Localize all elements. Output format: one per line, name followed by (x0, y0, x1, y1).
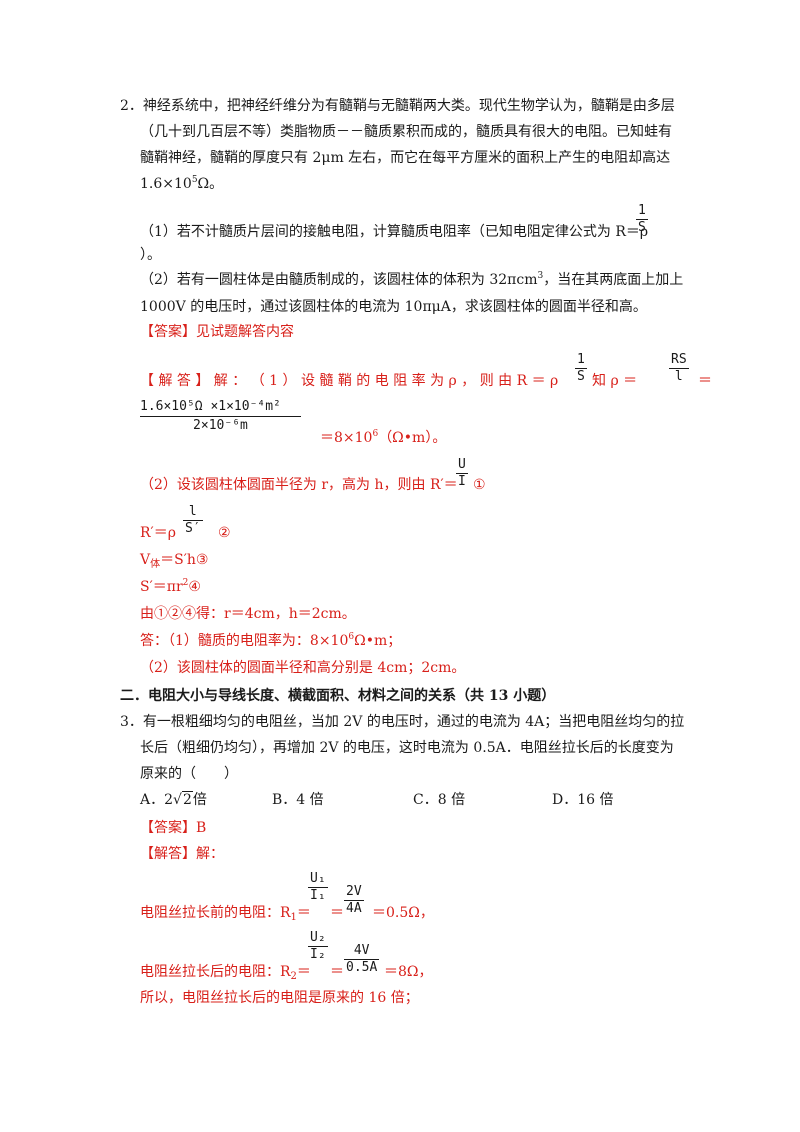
final-answer-1-unit: Ω•m； (354, 633, 402, 649)
equation-3: V体＝S′h③ (140, 550, 208, 570)
result-value: ＝8×10 (320, 430, 373, 446)
area-exponent: 2 (182, 578, 189, 588)
fraction-denominator: I₂ (308, 946, 328, 962)
equation-2-left: R′＝ρ (140, 525, 176, 541)
q2-sub2-text: （2）若有一圆柱体是由髓质制成的，该圆柱体的体积为 32πcm (140, 272, 538, 288)
option-a-label: A．2 (140, 792, 174, 808)
r1-equals-2: ＝ (330, 905, 344, 921)
resistance-law-fraction: 1 S (636, 203, 648, 236)
q3-conclusion: 所以，电阻丝拉长后的电阻是原来的 16 倍； (140, 990, 419, 1006)
fraction-numerator: U₂ (310, 930, 326, 945)
r1-subscript: 1 (290, 912, 297, 923)
fraction-numerator: RS (671, 352, 687, 367)
q2-line-2: （几十到几百层不等）类脂物质－－髓质累积而成的，髓质具有很大的电阻。已知蛙有 (140, 124, 672, 140)
q2-answer: 【答案】见试题解答内容 (140, 324, 294, 340)
q2-line-3: 髓鞘神经，髓鞘的厚度只有 2μm 左右，而它在每平方厘米的面积上产生的电阻却高达 (140, 150, 671, 166)
fraction-denominator: l (669, 368, 689, 385)
sol-equals: ＝ (698, 373, 712, 389)
q2-resistance-value: 1.6×10 (140, 176, 192, 192)
r1-equals: ＝ (296, 905, 311, 921)
step2-text: （2）设该圆柱体圆面半径为 r，高为 h，则由 R′＝ (140, 477, 458, 493)
volume-exponent: 3 (537, 271, 544, 281)
fraction-numerator: U (458, 457, 466, 472)
equation-2-fraction: l S′ (183, 504, 203, 537)
resistivity-numerator: 1.6×10⁵Ω ×1×10⁻⁴m² (140, 398, 301, 417)
q3-solution-head: 【解答】解： (140, 846, 224, 862)
resistivity-fraction: 1.6×10⁵Ω ×1×10⁻⁴m² 2×10⁻⁶m (140, 398, 301, 435)
q3-option-c: C．8 倍 (413, 792, 466, 808)
result-exponent: 6 (372, 429, 379, 439)
fraction-numerator: U₁ (310, 871, 326, 886)
fraction-denominator: S′ (183, 520, 203, 536)
r2-fraction-numeric: 4V 0.5A (344, 943, 380, 976)
fraction-denominator: I (456, 473, 468, 489)
equation-marker-1: ① (473, 477, 486, 493)
q2-sub2-text-end: ，当在其两底面上加上 (543, 272, 684, 288)
fraction-denominator: S (575, 368, 587, 384)
resistivity-result: ＝8×106（Ω•m）。 (320, 428, 446, 448)
result-unit: （Ω•m）。 (378, 430, 447, 446)
sqrt-symbol: √2 (173, 791, 193, 808)
q2-sub2-line-2: 1000V 的电压时，通过该圆柱体的电流为 10πμA，求该圆柱体的圆面半径和高… (140, 299, 647, 315)
final-answer-1-exponent: 6 (348, 632, 355, 642)
r1-fraction-numeric: 2V 4A (344, 884, 364, 917)
r2-equals: ＝ (296, 964, 311, 980)
solution-result: 由①②④得：r＝4cm，h＝2cm。 (140, 606, 356, 622)
area-expression: S′＝πr (140, 579, 183, 595)
q3-option-b: B．4 倍 (272, 792, 324, 808)
volume-symbol: V (140, 552, 151, 568)
fraction-denominator: I₁ (308, 887, 328, 903)
q2-exponent: 5 (191, 175, 198, 185)
final-answer-1-text: 答：（1）髓质的电阻率为：8×10 (140, 633, 349, 649)
fraction-numerator: 4V (353, 943, 370, 958)
fraction-numerator: 2V (346, 884, 362, 899)
q2-unit: Ω。 (197, 176, 224, 192)
sol-know-text: 知 ρ ＝ (592, 373, 638, 389)
sol-fraction-1: 1 S (575, 352, 587, 385)
fraction-denominator: 4A (344, 900, 364, 916)
final-answer-1: 答：（1）髓质的电阻率为：8×106Ω•m； (140, 631, 401, 651)
r1-fraction-symbolic: U₁ I₁ (308, 871, 328, 904)
fraction-numerator: l (188, 504, 197, 519)
equation-marker-4: ④ (188, 579, 201, 595)
fraction-numerator: 1 (638, 203, 646, 218)
equation-4: S′＝πr2④ (140, 577, 201, 597)
sqrt-radicand: 2 (181, 791, 193, 808)
sol-fraction-2: RS l (669, 352, 689, 385)
q2-line-4: 1.6×105Ω。 (140, 174, 223, 194)
r1-text: 电阻丝拉长前的电阻：R1＝ (140, 903, 311, 923)
option-a-unit: 倍 (192, 792, 207, 808)
r2-subscript: 2 (290, 971, 297, 982)
q3-answer: 【答案】B (140, 820, 207, 836)
fraction-denominator: S (636, 219, 648, 235)
equation-marker-2: ② (218, 525, 231, 541)
r2-result: ＝8Ω， (384, 964, 433, 980)
q3-line-1: 3．有一根粗细均匀的电阻丝，当加 2V 的电压时，通过的电流为 4A；当把电阻丝… (120, 714, 685, 730)
q2-solution-line-1: 【 解 答 】 解 ： （ 1 ） 设 髓 鞘 的 电 阻 率 为 ρ ， 则 … (140, 373, 559, 389)
r2-text: 电阻丝拉长后的电阻：R2＝ (140, 962, 311, 982)
section-heading: 二．电阻大小与导线长度、横截面积、材料之间的关系（共 13 小题） (120, 688, 556, 704)
ohms-law-fraction: U I (456, 457, 468, 490)
r2-fraction-symbolic: U₂ I₂ (308, 930, 328, 963)
r1-result: ＝0.5Ω， (372, 905, 434, 921)
q2-sub2-line-1: （2）若有一圆柱体是由髓质制成的，该圆柱体的体积为 32πcm3，当在其两底面上… (140, 270, 683, 290)
r2-equals-2: ＝ (330, 964, 344, 980)
q2-sub1-end: ）。 (140, 247, 161, 263)
fraction-denominator: 0.5A (344, 959, 380, 975)
q3-option-d: D．16 倍 (552, 792, 614, 808)
resistivity-denominator: 2×10⁻⁶m (193, 418, 248, 433)
r2-label: 电阻丝拉长后的电阻：R (140, 964, 291, 980)
q3-line-3: 原来的（ ） (140, 766, 238, 782)
r1-label: 电阻丝拉长前的电阻：R (140, 905, 291, 921)
q3-line-2: 长后（粗细仍均匀），再增加 2V 的电压，这时电流为 0.5A．电阻丝拉长后的长… (140, 740, 674, 756)
final-answer-2: （2）该圆柱体的圆面半径和高分别是 4cm；2cm。 (140, 660, 466, 676)
volume-subscript: 体 (150, 559, 161, 570)
q2-sub1: （1）若不计髓质片层间的接触电阻，计算髓质电阻率（已知电阻定律公式为 R＝ρ (140, 224, 649, 240)
q3-option-a: A．2√2倍 (140, 790, 207, 810)
q2-line-1: 2．神经系统中，把神经纤维分为有髓鞘与无髓鞘两大类。现代生物学认为，髓鞘是由多层 (120, 98, 675, 114)
fraction-numerator: 1 (577, 352, 585, 367)
volume-expression: ＝S′h③ (160, 552, 209, 568)
